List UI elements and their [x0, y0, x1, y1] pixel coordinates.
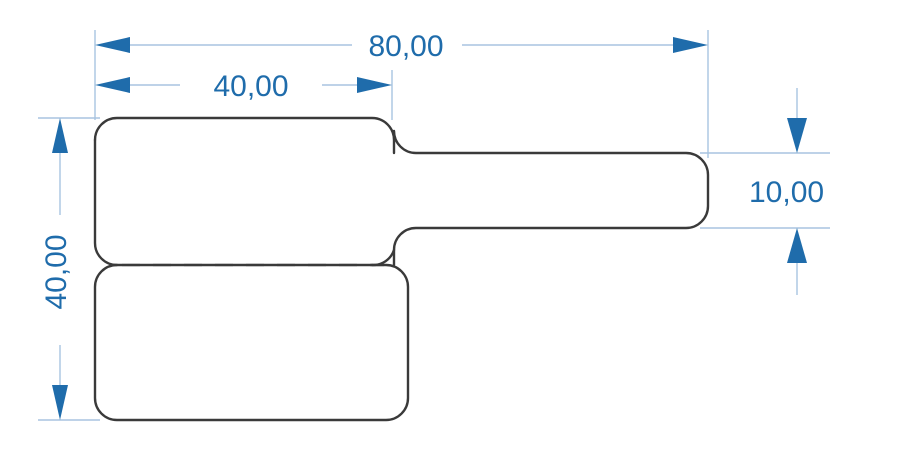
dimension-label-web-height: 10,00: [749, 176, 824, 209]
arrowhead-overall-right: [673, 37, 708, 53]
outline-upper-profile: [93, 116, 710, 267]
arrowhead-height-bottom: [52, 385, 68, 420]
dimension-flange-length: 40,00: [95, 70, 392, 103]
dimension-web-height: 10,00: [749, 88, 824, 295]
arrowhead-flange-right: [357, 77, 392, 93]
arrowhead-flange-left: [95, 77, 130, 93]
dimension-flange-height: 40,00: [40, 118, 73, 420]
arrowhead-height-top: [52, 118, 68, 153]
outline-upper-left-edge: [93, 138, 119, 267]
outline-notch-fillet: [370, 248, 396, 267]
extension-lines: [38, 30, 830, 421]
arrowhead-web-top: [787, 118, 807, 153]
dimension-label-flange-height: 40,00: [40, 234, 73, 309]
outline-lower-block: [93, 263, 410, 422]
dimension-overall-length: 80,00: [95, 30, 708, 63]
arrowhead-overall-left: [95, 37, 130, 53]
part-outline: [93, 116, 710, 422]
dimension-label-overall-length: 80,00: [368, 30, 443, 63]
arrowhead-web-bottom: [787, 228, 807, 263]
dimension-label-flange-length: 40,00: [213, 70, 288, 103]
